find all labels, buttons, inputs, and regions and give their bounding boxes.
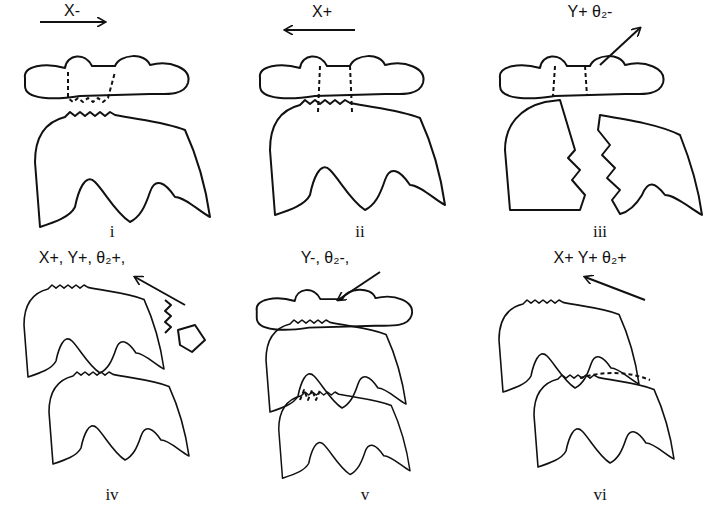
axis-label: Y+ θ₂- xyxy=(566,3,615,21)
panel-number: i xyxy=(108,223,117,242)
panel-number: v xyxy=(359,486,372,505)
axis-label: X- xyxy=(62,2,82,20)
axis-label: X+, Y+, θ₂+, xyxy=(37,249,127,267)
panel-number: iv xyxy=(103,486,120,505)
axis-label: Y-, θ₂-, xyxy=(299,249,351,267)
panel-number: vi xyxy=(591,486,608,505)
axis-label: X+ xyxy=(310,3,334,21)
panel-number: iii xyxy=(591,223,609,242)
axis-label: X+ Y+ θ₂+ xyxy=(551,249,628,267)
panel-number: ii xyxy=(353,223,366,242)
